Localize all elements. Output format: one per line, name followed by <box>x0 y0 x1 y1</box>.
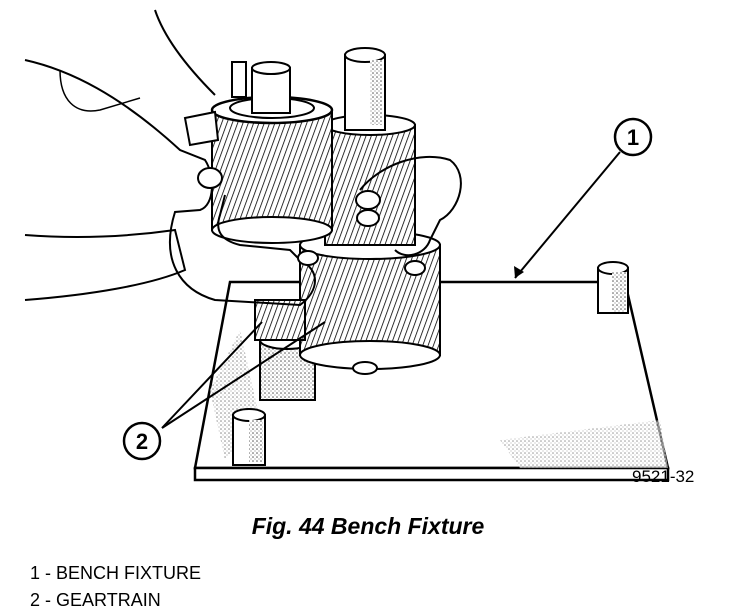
legend-item-geartrain: 2 - GEARTRAIN <box>30 590 161 610</box>
callout-2-leader-b <box>161 321 326 429</box>
callout-1-label: 1 <box>627 125 639 150</box>
callout-2-label: 2 <box>136 429 148 454</box>
callout-1: 1 <box>514 117 653 279</box>
bench-fixture-illustration: 1 2 9521-32 <box>24 9 694 486</box>
callout-1-leader <box>514 151 621 279</box>
callout-2-leader-a <box>161 321 263 429</box>
figure-id: 9521-32 <box>632 467 694 486</box>
callout-2: 2 <box>122 321 326 461</box>
fixture-post-front-left <box>232 408 266 466</box>
legend-item-bench-fixture: 1 - BENCH FIXTURE <box>30 563 202 583</box>
right-arm-and-hand <box>154 9 462 276</box>
figure-caption: Fig. 44 Bench Fixture <box>251 513 485 539</box>
legend-list: 1 - BENCH FIXTURE 2 - GEARTRAIN <box>30 560 201 614</box>
fixture-post-back-right <box>597 261 629 314</box>
left-arm-and-hand <box>24 59 316 307</box>
